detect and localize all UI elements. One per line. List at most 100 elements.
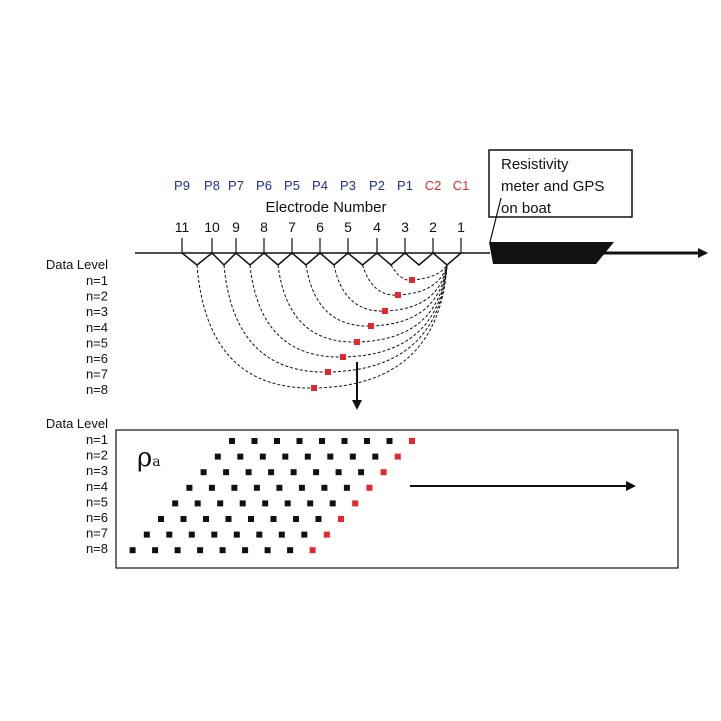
pseudosection-point	[358, 469, 365, 476]
electrode-role-p5: P5	[284, 178, 300, 193]
arc-right-n3	[384, 264, 448, 312]
pseudosection-point-latest	[338, 516, 344, 522]
arc-left-n6	[249, 264, 344, 358]
pseudosection-point	[304, 453, 311, 460]
pseudosection-point	[315, 516, 322, 522]
pseudosection-point	[233, 531, 240, 538]
pseudosection-point	[264, 547, 271, 554]
pseudosection-point	[172, 500, 179, 507]
top-data-point-n2	[395, 292, 401, 298]
pseudosection-point	[197, 547, 204, 554]
pseudosection-point-latest	[394, 453, 401, 460]
pseudosection-point	[276, 484, 283, 491]
pseudosection-point-latest	[380, 469, 387, 476]
pseudosection-point	[200, 469, 207, 476]
pseudosection-point	[166, 531, 173, 538]
arc-left-n4	[305, 264, 372, 327]
boat-box-line-3: on boat	[501, 200, 552, 217]
pseudosection-point	[239, 500, 246, 507]
pseudosection-point	[251, 438, 258, 444]
electrode-role-p9: P9	[174, 178, 190, 193]
electrode-number-10: 10	[204, 219, 220, 235]
boat-box-line-1: Resistivity	[501, 156, 569, 173]
boat-box-pointer	[489, 197, 502, 243]
bottom-level-label: n=5	[86, 494, 108, 509]
electrode-number-4: 4	[373, 219, 381, 235]
pseudosection-point	[152, 547, 159, 554]
pseudosection-point	[327, 453, 334, 460]
pseudosection-point	[321, 484, 328, 491]
pseudosection-points	[129, 438, 415, 554]
pseudosection-point-latest	[409, 438, 415, 444]
pseudosection-point	[301, 531, 308, 538]
electrode-number-11: 11	[175, 219, 190, 235]
pseudosection-point	[158, 516, 164, 522]
electrode-number-2: 2	[429, 219, 437, 235]
electrode-number-5: 5	[344, 219, 352, 235]
arc-left-n8	[196, 264, 315, 389]
pseudosection-point	[364, 438, 370, 444]
arc-right-n2	[397, 264, 448, 296]
electrode-role-c1: C1	[453, 178, 470, 193]
pseudosection-point	[284, 500, 291, 507]
pseudosection-point	[329, 500, 336, 507]
pseudosection-point	[313, 469, 320, 476]
pseudosection-point-latest	[309, 547, 316, 554]
top-data-points	[311, 277, 415, 391]
arc-right-n1	[411, 264, 448, 281]
pseudosection-point	[229, 438, 235, 444]
pseudosection-point	[298, 484, 305, 491]
bottom-data-level-title: Data Level	[46, 416, 108, 431]
arc-left-n2	[362, 264, 399, 296]
top-level-label: n=8	[86, 382, 108, 397]
arc-right-n4	[370, 264, 448, 327]
pseudosection-point	[214, 453, 221, 460]
electrode-role-p2: P2	[369, 178, 385, 193]
pseudosection-point	[237, 453, 244, 460]
arc-left-n5	[277, 264, 358, 343]
bottom-level-label: n=7	[86, 526, 108, 541]
pseudosection-point	[208, 484, 215, 491]
pseudosection-point	[259, 453, 266, 460]
pseudosection-point	[268, 469, 275, 476]
bottom-level-label: n=8	[86, 541, 108, 556]
pseudosection-point	[242, 547, 249, 554]
pseudosection-point	[253, 484, 260, 491]
electrode-role-c2: C2	[425, 178, 442, 193]
rho-symbol: ρa	[137, 443, 161, 473]
top-data-point-n3	[382, 308, 388, 314]
pseudosection-point	[203, 516, 209, 522]
top-level-label: n=2	[86, 289, 108, 304]
pseudosection-point	[174, 547, 181, 554]
top-data-point-n1	[409, 277, 415, 283]
electrode-role-p7: P7	[228, 178, 244, 193]
pseudosection-point	[248, 516, 254, 522]
pseudosection-point	[188, 531, 195, 538]
pseudosection-point	[278, 531, 285, 538]
pseudosection-point	[335, 469, 342, 476]
streamer-electrodes	[181, 251, 434, 267]
top-data-level-title: Data Level	[46, 257, 108, 272]
pseudosection-point	[341, 438, 348, 444]
electrode-number-3: 3	[401, 219, 409, 235]
top-data-levels: n=1n=2n=3n=4n=5n=6n=7n=8	[86, 273, 108, 397]
pseudosection-point	[343, 484, 350, 491]
pseudosection-point	[307, 500, 314, 507]
top-data-point-n7	[325, 369, 331, 375]
pseudosection-frame	[115, 429, 679, 569]
electrode-role-p1: P1	[397, 178, 413, 193]
bottom-level-label: n=3	[86, 463, 108, 478]
electrode-number-9: 9	[232, 219, 240, 235]
top-level-label: n=5	[86, 335, 108, 350]
electrode-role-p4: P4	[312, 178, 328, 193]
top-level-label: n=6	[86, 351, 108, 366]
pseudosection-point	[262, 500, 269, 507]
bottom-data-levels: n=1n=2n=3n=4n=5n=6n=7n=8	[86, 432, 108, 556]
arc-right-n8	[313, 264, 448, 389]
electrode-role-p8: P8	[204, 178, 220, 193]
arc-right-n6	[342, 264, 448, 358]
pseudosection-point-latest	[366, 484, 373, 491]
arc-right-n5	[356, 264, 448, 343]
pseudosection-point	[274, 438, 280, 444]
